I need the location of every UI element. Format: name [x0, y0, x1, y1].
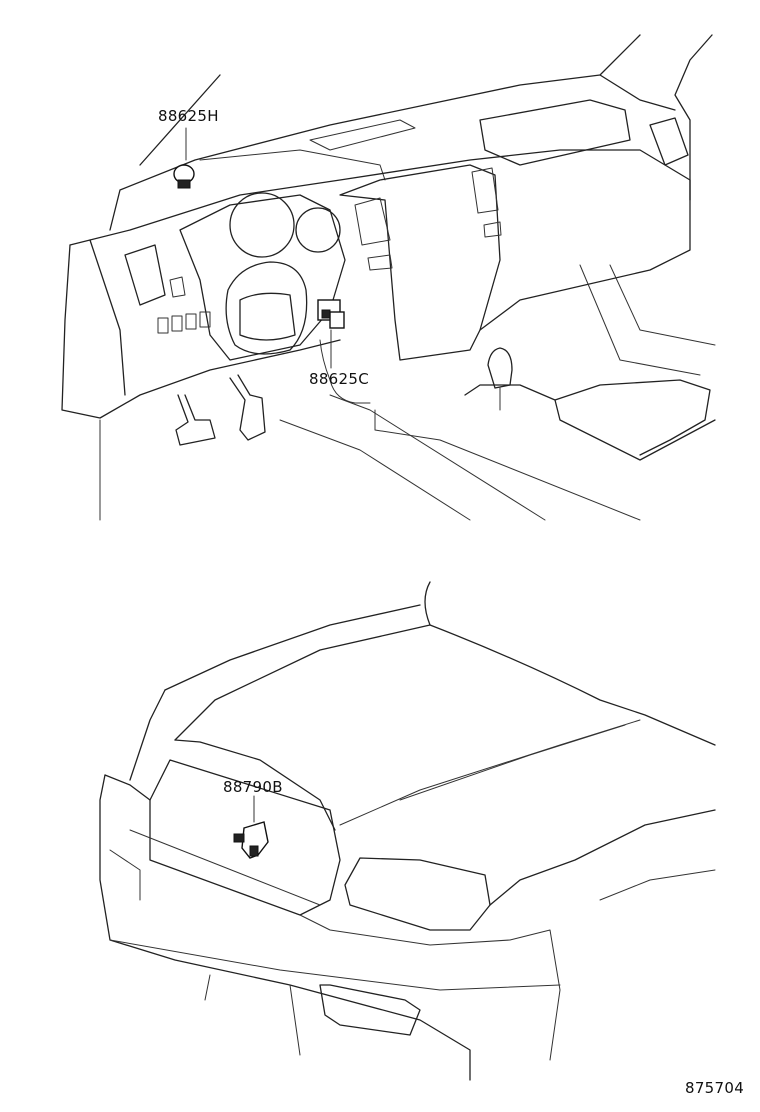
callout-88625c: 88625C [309, 370, 369, 388]
sunlight-sensor-part [173, 127, 195, 189]
callout-88790b: 88790B [223, 778, 283, 796]
dashboard-illustration [61, 34, 716, 521]
cabin-sensor-part [317, 299, 345, 369]
callout-88625h: 88625H [158, 107, 219, 125]
front-vehicle-illustration [99, 581, 716, 1081]
ambient-sensor-part [233, 795, 269, 859]
illustration-number: 875704 [685, 1079, 744, 1097]
